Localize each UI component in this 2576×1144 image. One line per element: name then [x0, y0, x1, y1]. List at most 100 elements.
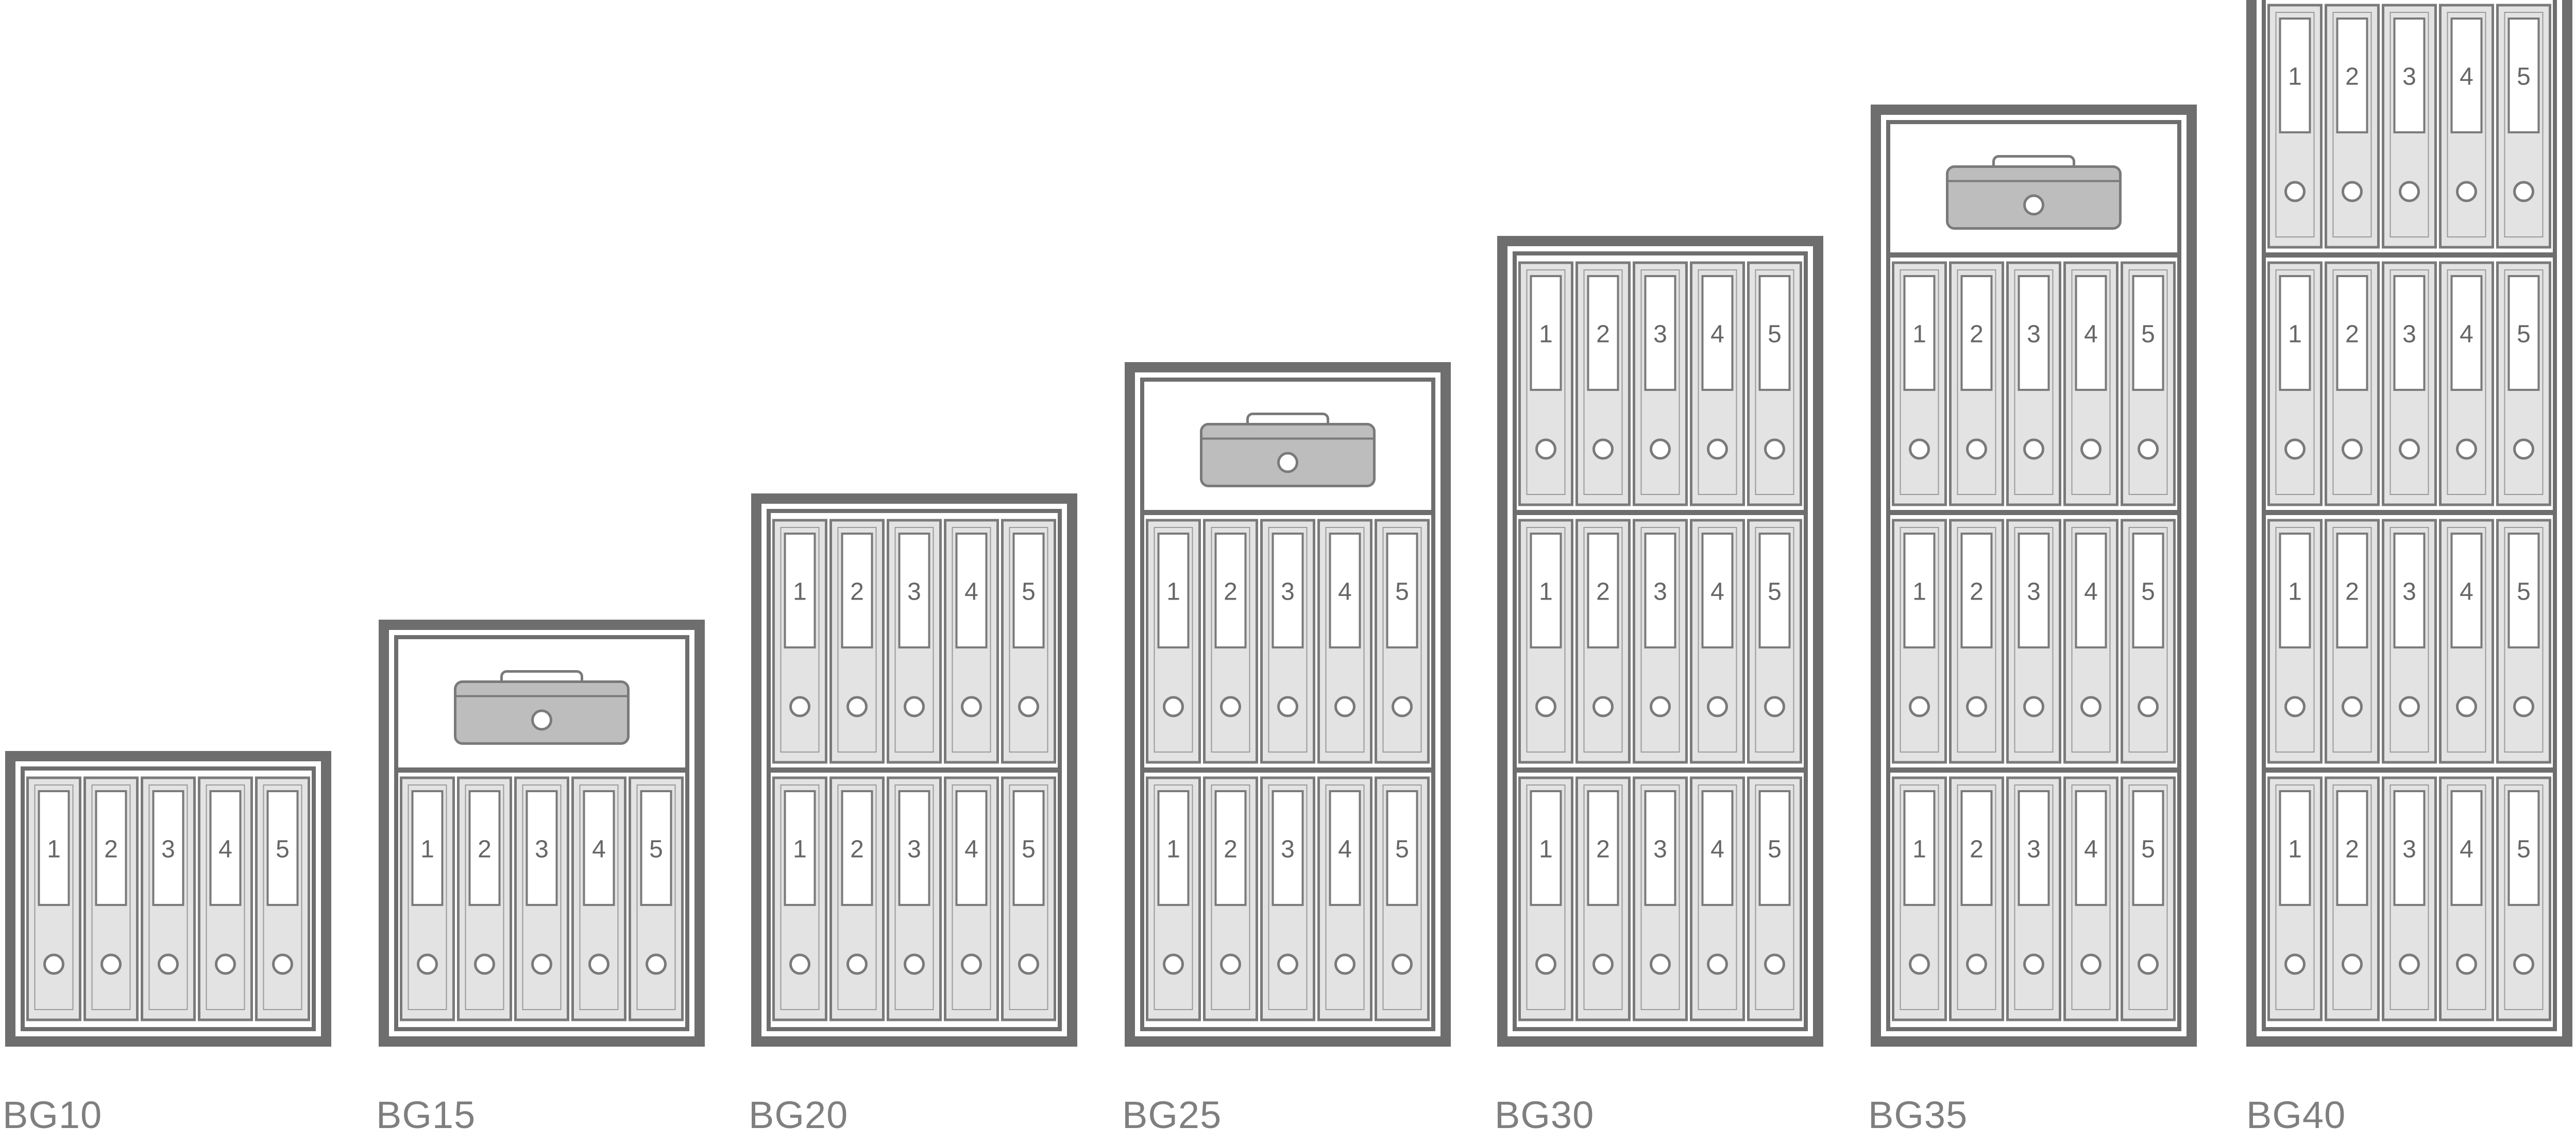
binder-label-plate [1587, 275, 1619, 391]
binder-number: 4 [2084, 835, 2098, 863]
binder-finger-hole [1220, 696, 1241, 718]
binder-spine-inner [2014, 269, 2054, 495]
binder-label-plate [2279, 275, 2311, 391]
binder-number: 5 [1395, 578, 1409, 605]
safe-inner-frame [21, 766, 316, 1031]
safe-label-bg10: BG10 [3, 1094, 103, 1136]
binder-label-plate [1530, 533, 1562, 648]
binder-finger-hole [2456, 181, 2477, 202]
binder-number: 5 [2141, 320, 2155, 348]
binder-number: 4 [964, 835, 978, 863]
binder-number: 2 [2345, 320, 2359, 348]
binder-bg35-row1-1: 1 [1892, 261, 1947, 506]
binder-spine-inner [1957, 784, 1996, 1010]
binder-number: 3 [2027, 578, 2041, 605]
binder-spine-inner [636, 784, 676, 1010]
binder-finger-hole [1592, 953, 1614, 975]
binder-spine-inner [2332, 784, 2372, 1010]
binder-number: 3 [2402, 320, 2416, 348]
binder-label-plate [1329, 533, 1361, 648]
binder-number: 3 [2402, 578, 2416, 605]
binder-bg25-row1-1: 1 [1146, 519, 1201, 764]
binder-spine-inner [465, 784, 504, 1010]
binder-label-plate [640, 790, 672, 906]
binder-spine-inner [837, 527, 877, 753]
binder-finger-hole [1966, 953, 1987, 975]
binder-spine-inner [2275, 527, 2315, 753]
binder-bg35-row3-2: 2 [1949, 776, 2004, 1021]
binder-finger-hole [1707, 696, 1728, 718]
binder-spine-inner [522, 784, 562, 1010]
binder-finger-hole [1909, 953, 1930, 975]
binder-label-plate [1530, 275, 1562, 391]
binder-finger-hole [1277, 953, 1298, 975]
binder-bg40-row3-4: 4 [2439, 519, 2494, 764]
binder-number: 5 [1022, 578, 1036, 605]
binder-finger-hole [1650, 438, 1671, 460]
binder-bg40-row1-1: 1 [2267, 4, 2323, 249]
binder-bg30-row2-4: 4 [1690, 519, 1745, 764]
binder-spine-inner [91, 784, 131, 1010]
binder-spine-inner [1154, 527, 1193, 753]
binder-finger-hole [1392, 696, 1413, 718]
binder-label-plate [209, 790, 242, 906]
binder-number: 1 [2288, 835, 2302, 863]
binder-number: 5 [2517, 63, 2531, 90]
binder-spine-inner [2389, 269, 2429, 495]
binder-bg40-row1-2: 2 [2325, 4, 2380, 249]
binder-finger-hole [846, 696, 868, 718]
binder-label-plate [1329, 790, 1361, 906]
binder-label-plate [1903, 275, 1936, 391]
safe-label-bg25: BG25 [1122, 1094, 1222, 1136]
binder-bg35-row2-3: 3 [2006, 519, 2061, 764]
safe-inner-frame [1886, 120, 2181, 1031]
binder-bg15-row1-2: 2 [457, 776, 512, 1021]
binder-spine-inner [2504, 784, 2544, 1010]
binder-finger-hole [2138, 953, 2159, 975]
binder-bg40-row4-3: 3 [2382, 776, 2437, 1021]
binder-spine-inner [1900, 784, 1939, 1010]
binder-spine-inner [2332, 269, 2372, 495]
binder-number: 1 [2288, 578, 2302, 605]
binder-number: 3 [1653, 835, 1667, 863]
binder-finger-hole [2284, 438, 2306, 460]
binder-label-plate [1272, 533, 1304, 648]
binder-bg25-row2-4: 4 [1317, 776, 1372, 1021]
binder-label-plate [2507, 18, 2540, 133]
binder-finger-hole [474, 953, 495, 975]
binder-number: 4 [218, 835, 232, 863]
binder-spine-inner [1957, 527, 1996, 753]
binder-number: 5 [1768, 578, 1782, 605]
binder-number: 2 [850, 835, 864, 863]
binder-bg20-row1-5: 5 [1001, 519, 1056, 764]
binder-spine-inner [780, 784, 820, 1010]
binder-number: 2 [1596, 835, 1610, 863]
binder-bg30-row3-1: 1 [1518, 776, 1573, 1021]
cash-box-lock [1277, 452, 1298, 473]
binder-bg40-row4-4: 4 [2439, 776, 2494, 1021]
binder-finger-hole [1707, 438, 1728, 460]
binder-number: 4 [1710, 835, 1724, 863]
binder-label-plate [2450, 533, 2483, 648]
binder-spine-inner [1268, 527, 1308, 753]
binder-label-plate [2132, 790, 2164, 906]
binder-finger-hole [1592, 696, 1614, 718]
binder-number: 4 [964, 578, 978, 605]
binder-label-plate [2336, 533, 2368, 648]
binder-label-plate [955, 790, 988, 906]
binder-spine-inner [1382, 784, 1422, 1010]
binder-spine-inner [1526, 527, 1566, 753]
binder-label-plate [1701, 533, 1734, 648]
binder-finger-hole [43, 953, 64, 975]
binder-label-plate [1644, 790, 1676, 906]
binder-number: 2 [1970, 835, 1984, 863]
binder-number: 1 [1912, 578, 1926, 605]
binder-spine-inner [2447, 269, 2486, 495]
binder-bg35-row2-1: 1 [1892, 519, 1947, 764]
binder-number: 5 [1022, 835, 1036, 863]
binder-label-plate [2018, 790, 2050, 906]
binder-finger-hole [904, 696, 925, 718]
binder-label-plate [841, 790, 873, 906]
